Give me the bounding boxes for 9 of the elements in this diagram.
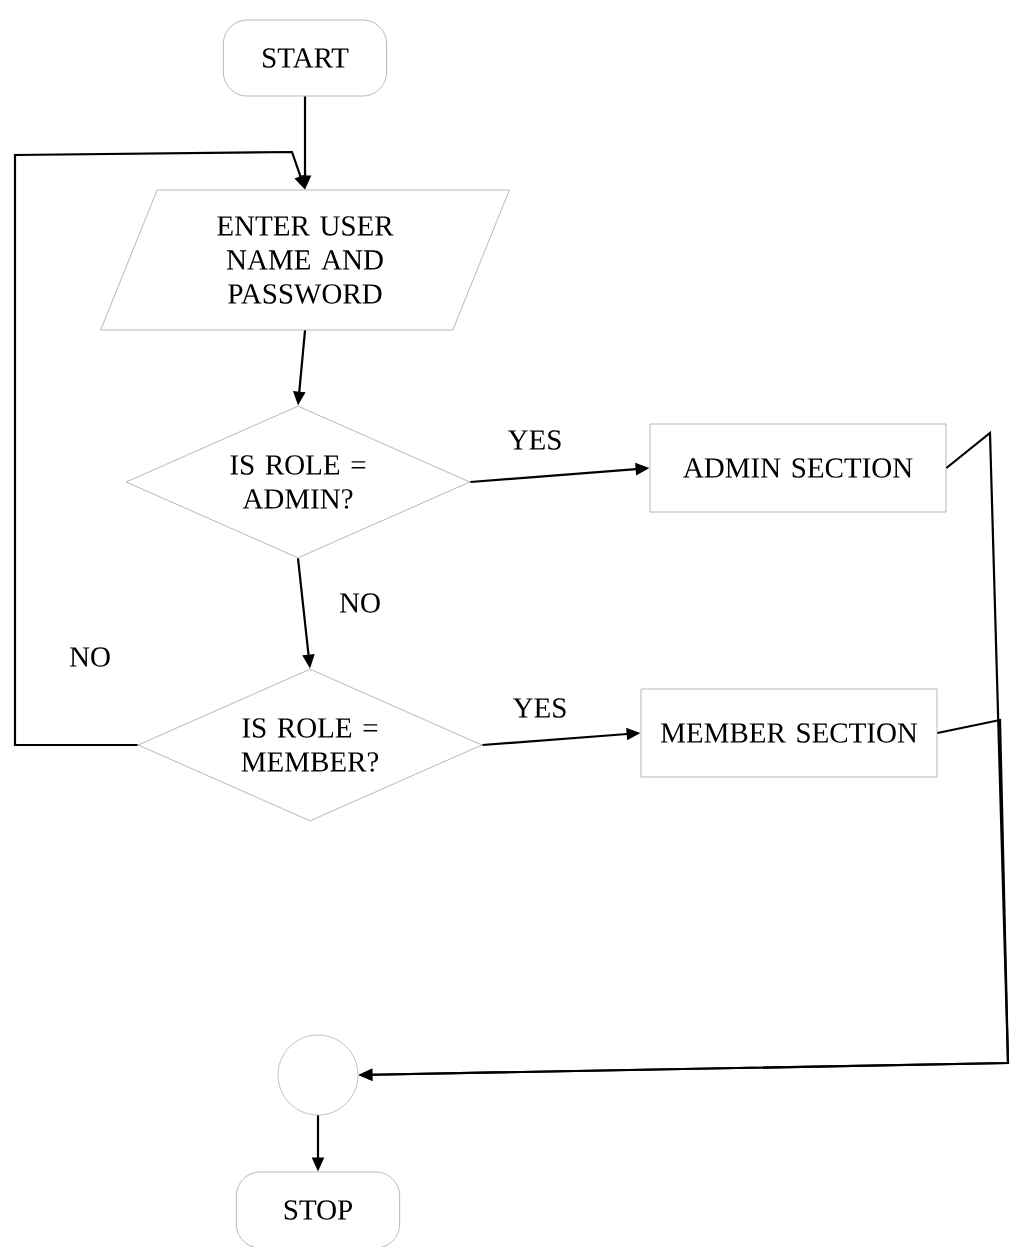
input-parallelogram: ENTER USER NAME AND PASSWORD [100, 189, 510, 331]
process-box: MEMBER SECTION [640, 688, 938, 778]
edge-label: NO [67, 645, 113, 669]
arrow [13, 150, 307, 747]
edge-label: YES [510, 696, 570, 720]
edge-label: YES [505, 428, 565, 452]
process-box: ADMIN SECTION [649, 423, 947, 513]
connector-circle [277, 1034, 359, 1116]
edge-label: NO [337, 591, 383, 615]
